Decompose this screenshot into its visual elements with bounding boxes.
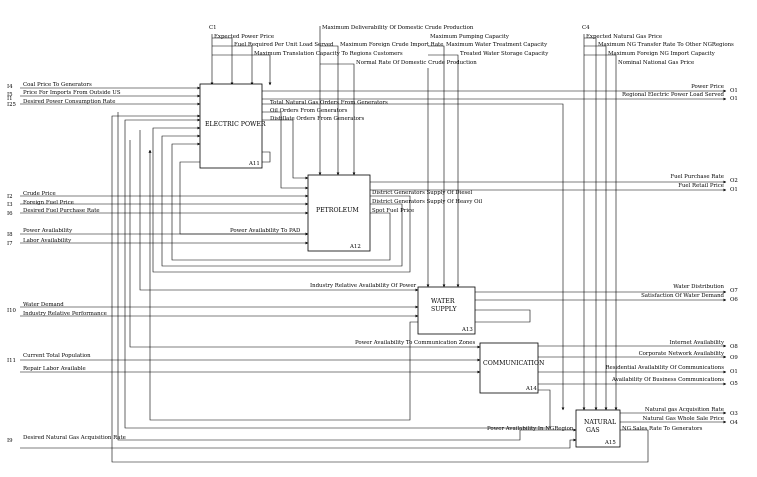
box-node-number: A12 [349, 244, 361, 250]
input-code: I9 [7, 438, 13, 444]
input-code: I11 [7, 358, 16, 364]
output-label: Regional Electric Power Load Served [622, 92, 725, 98]
box-node-number: A11 [248, 161, 260, 167]
input-code: I8 [7, 232, 13, 238]
input-code: I6 [7, 211, 13, 217]
input-label: Desired Power Consumption Rate [23, 99, 115, 105]
output-code: O5 [730, 381, 738, 387]
box-title-line1: NATURAL [584, 419, 616, 426]
activity-box-natural-gas: NATURAL GAS A15 [575, 409, 621, 448]
output-code: O4 [730, 420, 738, 426]
arrow-label: District Generators Supply Of Diesel [372, 190, 472, 196]
output-label: Fuel Retail Price [678, 183, 724, 189]
control-label: Treated Water Storage Capacity [460, 51, 549, 57]
arrow-label: NG Sales Rate To Generators [622, 426, 703, 432]
output-label: Residential Availability Of Communicatio… [605, 365, 724, 371]
input-code: I2 [7, 194, 13, 200]
control-code: C4 [582, 25, 590, 31]
control-label: Maximum Foreign NG Import Capacity [608, 51, 716, 57]
input-label: Foreign Fuel Price [23, 200, 74, 206]
input-labels: I4 Coal Price To Generators I5 Price For… [7, 82, 126, 444]
input-code: I4 [7, 84, 13, 90]
control-label: Maximum NG Transfer Rate To Other NGRegi… [598, 42, 734, 48]
internal-labels: Total Natural Gas Orders From Generators… [230, 100, 703, 432]
box-title: ELECTRIC POWER [205, 121, 266, 128]
output-label: Availability Of Business Communications [611, 377, 724, 383]
box-node-number: A15 [604, 440, 616, 446]
box-title-line2: GAS [586, 427, 600, 434]
control-label: Maximum Foreign Crude Import Rate [340, 42, 443, 48]
input-code: I1 [7, 96, 13, 102]
input-code: I10 [7, 308, 17, 314]
activity-box-communication: COMMUNICATION A14 [479, 342, 545, 394]
output-code: O1 [730, 187, 738, 193]
input-label: Desired Natural Gas Acquisition Rate [23, 435, 126, 441]
control-label: Maximum Water Treatment Capacity [446, 42, 548, 48]
input-label: Repair Labor Available [23, 366, 86, 372]
arrow-label: Power Availability To Communication Zone… [355, 340, 475, 346]
output-label: Satisfaction Of Water Demand [641, 293, 724, 299]
control-label: Nominal National Gas Price [618, 60, 694, 66]
control-label: Expected Power Price [214, 34, 274, 40]
output-label: Corporate Network Availability [639, 351, 725, 357]
input-code: I25 [7, 102, 17, 108]
output-code: O3 [730, 411, 738, 417]
box-title-line2: SUPPLY [431, 306, 457, 313]
arrow-label: Oil Orders From Generators [270, 108, 348, 114]
output-code: O1 [730, 369, 738, 375]
arrow-label: Industry Relative Availability Of Power [310, 283, 417, 289]
control-label: Fuel Required Per Unit Load Served [234, 42, 334, 48]
box-node-number: A13 [461, 327, 473, 333]
control-label: Maximum Translation Capacity To Regions … [254, 51, 403, 57]
input-label: Water Demand [23, 302, 64, 308]
input-label: Labor Availability [23, 238, 72, 244]
arrow-label: Power Availability To PAD [230, 228, 301, 234]
input-code: I3 [7, 202, 13, 208]
input-code: I5 [7, 92, 13, 98]
input-code: I7 [7, 241, 13, 247]
input-label: Current Total Population [23, 353, 91, 359]
input-label: Power Availability [23, 228, 73, 234]
control-code: C1 [209, 25, 217, 31]
input-label: Industry Relative Performance [23, 311, 107, 317]
box-title: PETROLEUM [316, 207, 359, 214]
activity-box-water-supply: WATER SUPPLY A13 [417, 286, 476, 335]
output-label: Power Price [691, 84, 724, 90]
control-label: Maximum Deliverability Of Domestic Crude… [322, 25, 474, 31]
output-label: Fuel Purchase Rate [670, 174, 724, 180]
box-title-line1: WATER [431, 298, 455, 305]
arrow-label: Power Availability In NGRegion [487, 426, 574, 432]
output-label: Natural Gas Whole Sale Price [643, 416, 724, 422]
arrow-label: Total Natural Gas Orders From Generators [270, 100, 388, 106]
output-label: Natural gas Acquisition Rate [645, 407, 724, 413]
activity-box-petroleum: PETROLEUM A12 [307, 174, 371, 252]
output-label: Internet Availability [669, 340, 724, 346]
box-node-number: A14 [525, 386, 537, 392]
output-code: O9 [730, 355, 738, 361]
box-title: COMMUNICATION [483, 360, 545, 367]
arrow-label: District Generators Supply Of Heavy Oil [372, 199, 482, 205]
output-code: O8 [730, 344, 738, 350]
control-labels: C1 Expected Power Price Fuel Required Pe… [209, 25, 734, 66]
output-code: O6 [730, 297, 738, 303]
control-label: Expected Natural Gas Price [586, 34, 662, 40]
output-labels: Power Price O1 Regional Electric Power L… [605, 84, 738, 426]
output-code: O1 [730, 88, 738, 94]
arrow-label: Spot Fuel Price [372, 208, 414, 214]
activity-box-electric-power: ELECTRIC POWER A11 [199, 83, 266, 169]
input-label: Crude Price [23, 191, 56, 197]
output-label: Water Distribution [673, 284, 724, 290]
input-label: Price For Imports From Outside US [23, 90, 121, 96]
output-code: O7 [730, 288, 738, 294]
output-code: O2 [730, 178, 738, 184]
control-label: Maximum Pumping Capacity [430, 34, 510, 40]
input-label: Coal Price To Generators [23, 82, 92, 88]
input-label: Desired Fuel Purchase Rate [23, 208, 100, 214]
arrow-label: Distillate Orders From Generators [270, 116, 364, 122]
output-code: O1 [730, 96, 738, 102]
control-label: Normal Rate Of Domestic Crude Production [356, 60, 477, 66]
connector-lines [20, 26, 727, 463]
